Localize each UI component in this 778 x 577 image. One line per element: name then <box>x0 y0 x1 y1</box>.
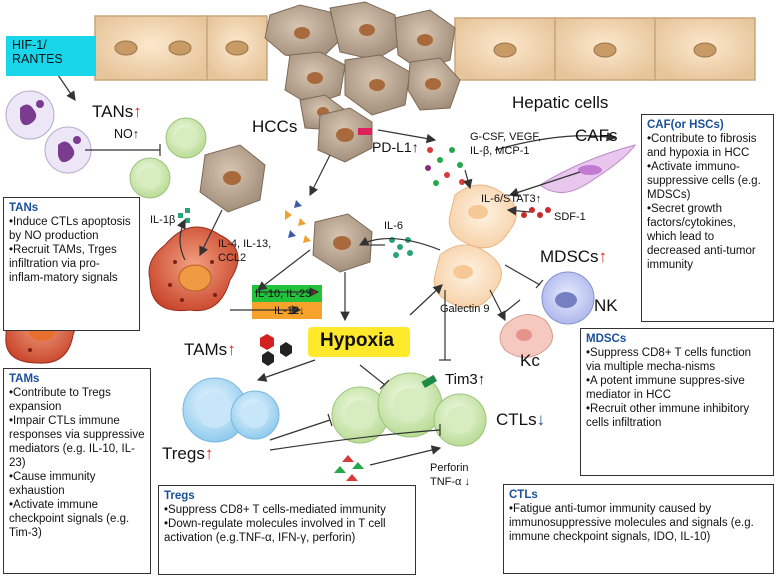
hepatic-cell-row <box>94 15 756 81</box>
treg-cell-2 <box>230 390 280 440</box>
tam-secretion-hexagons <box>260 334 292 366</box>
il10-il23-bar <box>252 285 322 302</box>
gcsf-label: G-CSF, VEGF, <box>470 131 541 143</box>
tregs-item: Suppress CD8+ T cells-mediated immunity <box>164 503 410 517</box>
green-cell-upper <box>165 117 207 159</box>
il1b-dots <box>178 208 190 223</box>
il12-label: IL-12↓ <box>274 305 305 317</box>
caf-cell <box>539 144 637 193</box>
tans-info-box: TANs Induce CTLs apoptosis by NO product… <box>3 197 140 331</box>
connector-lines <box>57 74 617 466</box>
hcc-cell-center <box>317 107 373 163</box>
mdscs-box-title: MDSCs <box>586 333 627 345</box>
tan-cell-2 <box>44 126 92 174</box>
il1beta-label: IL-1β <box>150 214 176 226</box>
treg-secretion-triangles <box>334 455 364 481</box>
hypoxia-box <box>308 327 410 357</box>
tan-cell-1 <box>5 90 55 140</box>
tam-cell-1 <box>148 226 239 312</box>
sdf1-label: SDF-1 <box>554 211 586 223</box>
mdscs-item: A potent immune suppres-sive mediator in… <box>586 374 768 402</box>
caf-item: Contribute to fibrosis and hypoxia in HC… <box>647 132 768 160</box>
tim3-receptor <box>421 374 438 388</box>
tnfa-label: TNF-α ↓ <box>430 476 470 488</box>
kc-label: Kc <box>520 351 540 370</box>
nk-label: NK <box>594 296 618 315</box>
il6-stat3-label: IL-6/STAT3↑ <box>481 193 542 205</box>
tams-item: Impair CTLs immune responses via suppres… <box>9 414 145 470</box>
tans-item: Recruit TAMs, Trges infiltration via pro… <box>9 243 134 285</box>
hccs-label: HCCs <box>252 117 298 136</box>
ctls-box-title: CTLs <box>509 489 538 501</box>
cafs-label: CAFs <box>575 126 618 145</box>
cytokine-dots-top <box>425 147 465 186</box>
caf-item: Secret growth factors/cytokines, which l… <box>647 202 768 272</box>
mdscs-label: MDSCs↑ <box>540 247 608 266</box>
hif-rantes-box: HIF-1/ RANTES <box>6 36 96 76</box>
hcc-tumor-cluster <box>264 1 461 131</box>
green-cell-lower <box>129 157 171 199</box>
il4-il13-label: IL-4, IL-13, <box>218 238 272 250</box>
tans-box-title: TANs <box>9 202 39 214</box>
tams-item: Activate immune checkpoint signals (e.g.… <box>9 498 145 540</box>
mdscs-item: Recruit other immune inhibitory cells in… <box>586 402 768 430</box>
caf-info-box: CAF(or HSCs) Contribute to fibrosis and … <box>641 114 774 322</box>
tim3-label: Tim3↑ <box>445 371 486 388</box>
il1b-mcp1-label: IL-β, MCP-1 <box>470 145 530 157</box>
mdscs-info-box: MDSCs Suppress CD8+ T cells function via… <box>580 328 774 476</box>
il10-il23-label: IL-10, IL-23↑ <box>255 288 317 300</box>
hepatic-cells-label: Hepatic cells <box>512 93 609 112</box>
tregs-info-box: Tregs Suppress CD8+ T cells-mediated imm… <box>158 485 416 575</box>
tams-item: Contribute to Tregs expansion <box>9 386 145 414</box>
ctl-cell-2 <box>377 372 443 438</box>
ccl2-label: CCL2 <box>218 252 247 264</box>
perforin-label: Perforin <box>430 462 469 474</box>
treg-cell-1 <box>182 377 248 443</box>
tans-item: Induce CTLs apoptosis by NO production <box>9 215 134 243</box>
mdsc-cell-lower <box>433 244 502 309</box>
tams-item: Cause immunity exhaustion <box>9 470 145 498</box>
tams-info-box: TAMs Contribute to Tregs expansionImpair… <box>3 368 151 574</box>
caf-item: Activate immuno-suppressive cells (e.g. … <box>647 160 768 202</box>
tregs-label: Tregs↑ <box>162 444 214 463</box>
tams-label: TAMs↑ <box>184 340 236 359</box>
mdsc-cell-upper <box>448 184 517 249</box>
ctls-label: CTLs↓ <box>496 410 546 429</box>
sdf1-dots <box>521 207 551 218</box>
no-label: NO↑ <box>114 127 139 141</box>
galectin9-label: Galectin 9 <box>440 303 490 315</box>
ctls-item: Fatigue anti-tumor immunity caused by im… <box>509 502 768 544</box>
il6-label: IL-6 <box>384 220 403 232</box>
pdl1-label: PD-L1↑ <box>372 139 419 155</box>
mdscs-item: Suppress CD8+ T cells function via multi… <box>586 346 768 374</box>
hcc-cell-left <box>199 144 266 213</box>
tregs-item: Down-regulate molecules involved in T ce… <box>164 517 410 545</box>
ctl-cell-3 <box>433 393 487 447</box>
tregs-box-title: Tregs <box>164 490 195 502</box>
tans-label: TANs↑ <box>92 102 142 121</box>
caf-box-title: CAF(or HSCs) <box>647 119 724 131</box>
tams-box-title: TAMs <box>9 373 40 385</box>
il4-triangles <box>285 200 311 243</box>
hypoxia-label: Hypoxia <box>320 330 394 351</box>
hcc-cell-middle <box>312 213 373 273</box>
nk-cell <box>541 271 595 325</box>
kupffer-cell <box>499 314 553 358</box>
ctls-info-box: CTLs Fatigue anti-tumor immunity caused … <box>503 484 774 574</box>
